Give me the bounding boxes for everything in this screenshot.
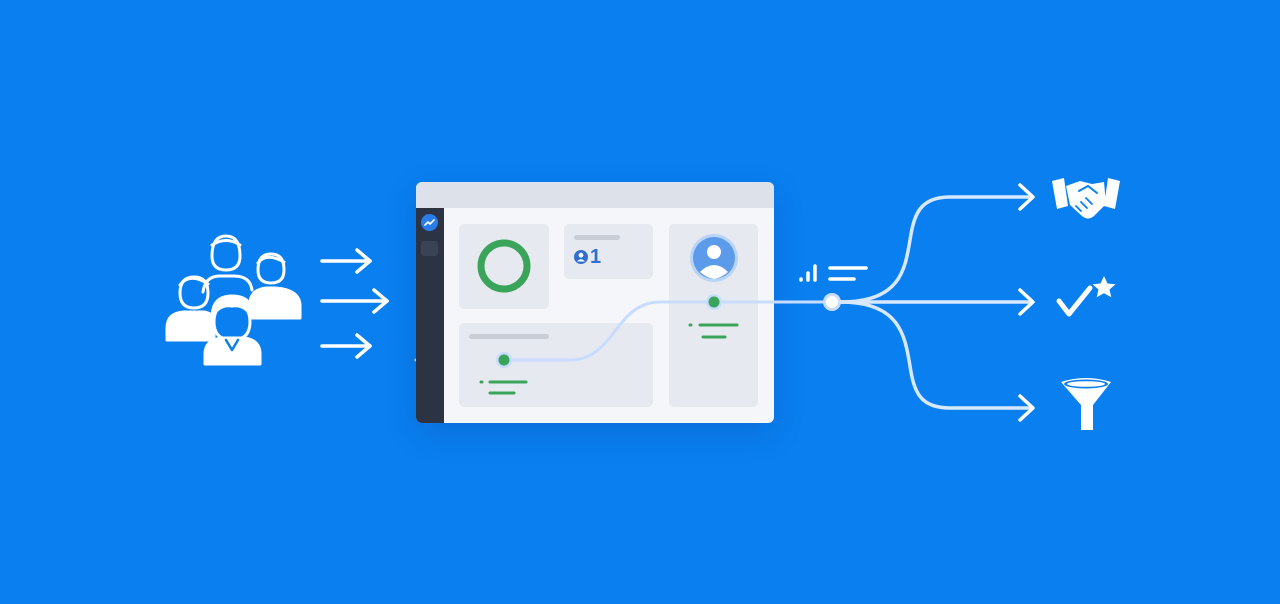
flow-node-activity — [479, 352, 528, 395]
window-titlebar — [416, 182, 774, 208]
stat-card: 1 — [564, 224, 653, 279]
outgoing-branches — [839, 195, 1034, 410]
incoming-arrow-icon — [320, 333, 372, 359]
signal-bars-icon — [799, 264, 868, 282]
avatar-icon — [690, 234, 738, 282]
incoming-arrow-icon — [320, 248, 372, 274]
trend-logo-icon — [421, 214, 438, 231]
stat-title-placeholder — [574, 235, 620, 240]
funnel-icon — [1061, 378, 1111, 430]
activity-title-placeholder — [469, 334, 549, 339]
user-icon — [574, 250, 588, 264]
flow-node-profile — [688, 294, 739, 339]
sidebar-item — [421, 241, 438, 256]
incoming-arrows — [320, 248, 389, 359]
check-star-icon — [1056, 276, 1116, 317]
outgoing-arrowheads — [1018, 183, 1035, 422]
profile-card — [669, 224, 758, 407]
dashboard-flow-curve — [502, 300, 834, 362]
stat-value: 1 — [590, 246, 602, 268]
hub-node — [823, 293, 841, 311]
donut-chart-icon — [477, 239, 531, 293]
dashboard-window: 1 — [416, 182, 774, 423]
dashboard-sidebar — [416, 208, 444, 423]
arrowhead-check — [1018, 288, 1035, 316]
handshake-icon — [1052, 178, 1120, 219]
incoming-arrow-icon — [320, 288, 389, 314]
donut-chart-card — [459, 224, 549, 309]
people-group-icon — [165, 234, 302, 366]
arrowhead-handshake — [1018, 183, 1035, 211]
arrowhead-funnel — [1018, 394, 1035, 422]
